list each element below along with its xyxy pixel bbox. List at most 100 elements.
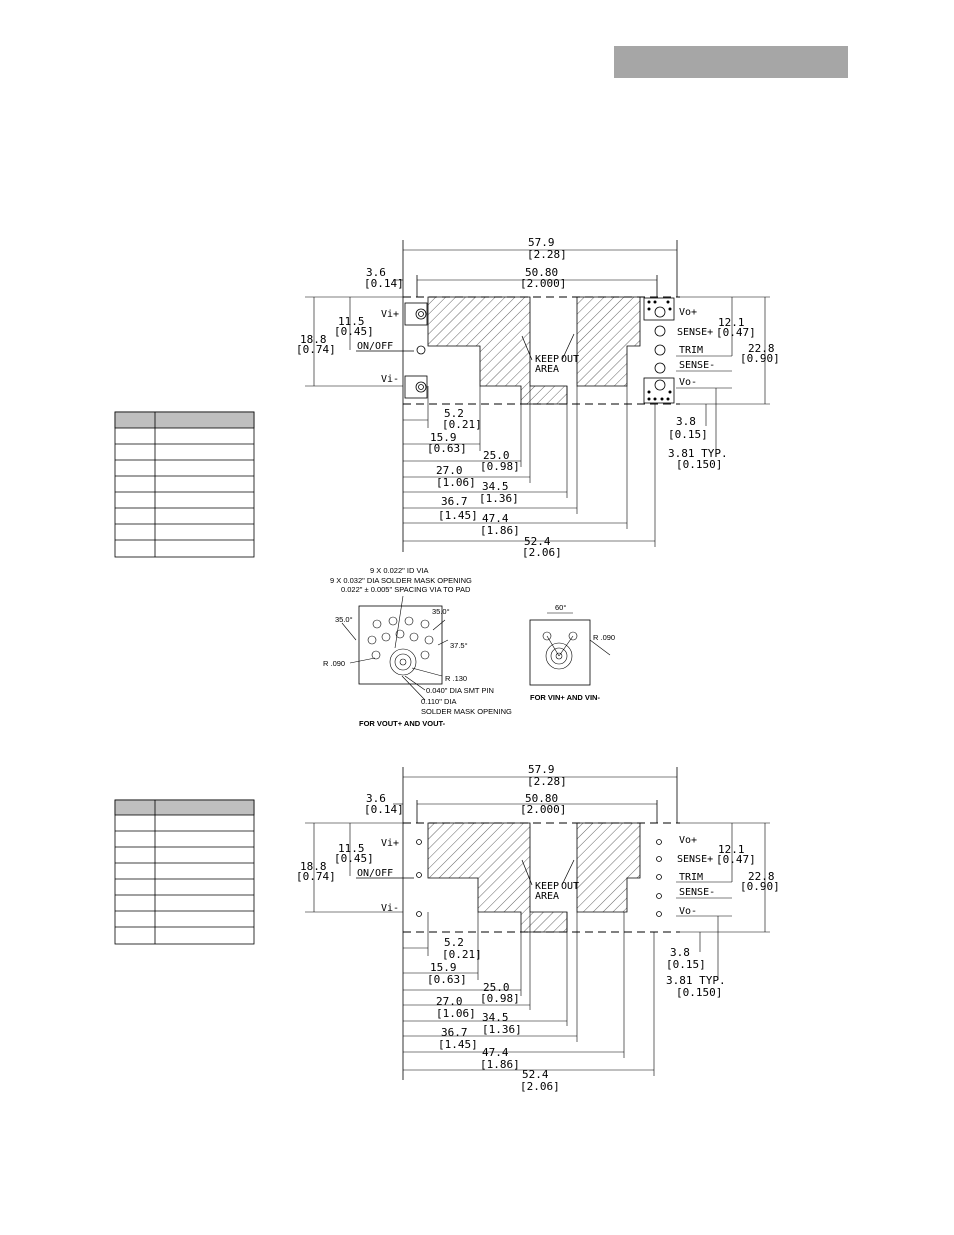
pin-sense-plus: SENSE+ [677,327,713,338]
dim2-d7: 47.4 [482,1046,509,1059]
dim-height-in: [0.90] [740,352,780,365]
dim2-overall: 57.9 [528,763,555,776]
out-label-2: OUT [561,881,579,892]
dim-d3-in: [0.98] [480,460,520,473]
dim-d1: 5.2 [444,407,464,420]
pin-vi-plus: Vi+ [381,309,399,320]
dim-d2: 15.9 [430,431,457,444]
dim-pitch: 50.80 [525,266,558,279]
dim-vin-tot: 18.8 [300,333,327,346]
via-note-3: 0.022" ± 0.005" SPACING VIA TO PAD [341,585,471,594]
dim-vin-tot-in: [0.74] [296,343,336,356]
pin-table-2 [114,799,255,945]
dim-d7: 47.4 [482,512,509,525]
angle-3: 37.5° [450,641,468,650]
pin-note-2: 0.110" DIA [421,697,456,706]
dim2-d2: 15.9 [430,961,457,974]
pin-note-3: SOLDER MASK OPENING [421,707,512,716]
dim2-vin-tot-in: [0.74] [296,870,336,883]
keep-label: KEEP [535,354,559,365]
pad-detail-vin: 60° R .090 FOR VIN+ AND VIN- [529,603,615,702]
dim2-vout-h: 12.1 [718,843,745,856]
dim-height: 22.8 [748,342,775,355]
pin-trim: TRIM [679,345,703,356]
angle-1: 35.0° [335,615,353,624]
dim2-d6-in: [1.45] [438,1038,478,1051]
dim-vout-h-in: [0.47] [716,326,756,339]
dim2-height-in: [0.90] [740,880,780,893]
dim2-off: 3.8 [670,946,690,959]
dim-off-in: [0.15] [668,428,708,441]
pin-on-off: ON/OFF [357,341,393,352]
dim-d6: 36.7 [441,495,468,508]
dim-edge: 3.6 [366,266,386,279]
pin-trim-2: TRIM [679,872,703,883]
dim2-d6: 36.7 [441,1026,468,1039]
via-note-2: 9 X 0.032" DIA SOLDER MASK OPENING [330,576,472,585]
dim-edge-in: [0.14] [364,277,404,290]
dim-d6-in: [1.45] [438,509,478,522]
dim2-d4: 27.0 [436,995,463,1008]
dim2-height: 22.8 [748,870,775,883]
dim2-d3-in: [0.98] [480,992,520,1005]
dim2-pitch-in: [2.000] [520,803,566,816]
footprint-drawing-2: KEEP OUT AREA Vi+ ON/OFF Vi- Vo+ SENSE+ … [296,763,780,1093]
radius-2: R .130 [445,674,467,683]
angle-2: 35.0° [432,607,450,616]
dim2-off-in: [0.15] [666,958,706,971]
pin-sense-minus: SENSE- [679,360,715,371]
dim2-d8-in: [2.06] [520,1080,560,1093]
dim2-pitch: 50.80 [525,792,558,805]
keep-out-area-left-2 [427,822,568,933]
dim-vin-h: 11.5 [338,315,365,328]
keep-out-area-right-2 [576,822,641,913]
dim-d4-in: [1.06] [436,476,476,489]
dim2-vin-h-in: [0.45] [334,852,374,865]
pin-sense-plus-2: SENSE+ [677,854,713,865]
dim2-d1-in: [0.21] [442,948,482,961]
header-bar [614,46,848,78]
dim-d3: 25.0 [483,449,510,462]
pin-vo-plus-2: Vo+ [679,835,697,846]
dim-d5-in: [1.36] [479,492,519,505]
footprint-drawing-1: KEEP OUT AREA Vi+ ON/OFF Vi- [296,236,780,559]
dim2-d5: 34.5 [482,1011,509,1024]
pad-detail-vout: 9 X 0.022" ID VIA 9 X 0.032" DIA SOLDER … [323,566,512,728]
caption-vin: FOR VIN+ AND VIN- [530,693,600,702]
pin-sense-minus-2: SENSE- [679,887,715,898]
dim2-edge: 3.6 [366,792,386,805]
dim-d4: 27.0 [436,464,463,477]
dim2-d2-in: [0.63] [427,973,467,986]
dim-d5: 34.5 [482,480,509,493]
dim2-typ: 3.81 TYP. [666,974,726,987]
dim2-d3: 25.0 [483,981,510,994]
via-note-1: 9 X 0.022" ID VIA [370,566,429,575]
dim2-d7-in: [1.86] [480,1058,520,1071]
pin-vo-minus: Vo- [679,377,697,388]
radius-3: R .090 [593,633,615,642]
pin-vi-minus-2: Vi- [381,903,399,914]
dim2-vin-h: 11.5 [338,842,365,855]
dim-overall: 57.9 [528,236,555,249]
dim-off: 3.8 [676,415,696,428]
dim-typ: 3.81 TYP. [668,447,728,460]
dim-d8: 52.4 [524,535,551,548]
pin-note-1: 0.040" DIA SMT PIN [426,686,494,695]
dim2-vin-tot: 18.8 [300,860,327,873]
keep-out-area-right [576,296,641,387]
dim-vin-h-in: [0.45] [334,325,374,338]
dim2-edge-in: [0.14] [364,803,404,816]
dim-d2-in: [0.63] [427,442,467,455]
dim-d8-in: [2.06] [522,546,562,559]
caption-vout: FOR VOUT+ AND VOUT- [359,719,446,728]
dim-d1-in: [0.21] [442,418,482,431]
pin-vi-plus-2: Vi+ [381,838,399,849]
dim-overall-in: [2.28] [527,248,567,261]
dim2-overall-in: [2.28] [527,775,567,788]
keep-out-area-left [427,296,568,405]
pin-on-off-2: ON/OFF [357,868,393,879]
dim2-typ-in: [0.150] [676,986,722,999]
angle-4: 60° [555,603,566,612]
dim-typ-in: [0.150] [676,458,722,471]
